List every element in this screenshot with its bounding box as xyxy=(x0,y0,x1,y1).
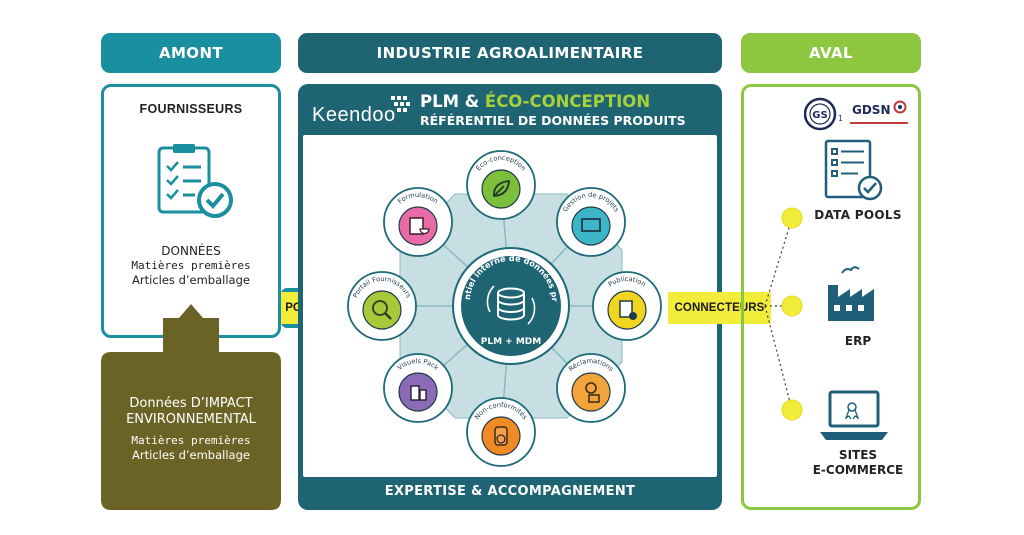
node-visuals: Visuels Pack xyxy=(383,353,453,423)
core-disc xyxy=(461,256,561,356)
gdsn-swirl-icon xyxy=(893,100,907,114)
plm-subtitle: RÉFÉRENTIEL DE DONNÉES PRODUITS xyxy=(420,113,686,128)
node-disc xyxy=(481,416,521,456)
node-project: Gestion de projets xyxy=(556,187,626,257)
donnees-line2: Articles d’emballage xyxy=(132,273,250,287)
node-publication: Publication xyxy=(592,271,662,341)
sync-arrow-right xyxy=(527,297,536,325)
sync-arrow-left xyxy=(486,285,495,313)
node-disc xyxy=(571,372,611,412)
node-disc xyxy=(571,206,611,246)
impact-title-1: Données D’IMPACT xyxy=(129,396,253,411)
header-amont: AMONT xyxy=(101,33,281,73)
aval-panel xyxy=(741,84,921,510)
donnees-line1: Matières premières xyxy=(131,259,251,272)
node-label: Publication xyxy=(607,275,648,289)
gdsn-logo: GDSN xyxy=(852,103,891,117)
clipboard-check-icon xyxy=(157,144,233,218)
amp-sign: & xyxy=(464,92,480,111)
checklist-icon xyxy=(824,139,883,201)
node-leaf: Éco-conception xyxy=(466,150,536,220)
process-wheel: Référentiel interne de données produits … xyxy=(303,135,662,467)
publication-icon xyxy=(619,300,637,320)
gdsn-underline xyxy=(850,122,908,124)
node-supplier-portal: Portail Fournisseurs xyxy=(347,271,417,341)
plm-word: PLM xyxy=(420,92,460,111)
aval-connector-lines xyxy=(764,207,803,421)
leaf-icon xyxy=(493,179,510,197)
ecommerce-dot xyxy=(781,399,803,421)
nonconformity-icon xyxy=(494,426,508,446)
impact-line2: Articles d’emballage xyxy=(132,448,250,462)
keendoo-logo: Keendoo xyxy=(312,104,396,126)
complaint-icon xyxy=(585,382,600,403)
factory-icon xyxy=(828,266,874,321)
node-formulation: Formulation xyxy=(383,187,453,257)
sites-label: SITES xyxy=(838,448,878,462)
node-disc xyxy=(362,290,402,330)
formulation-icon xyxy=(409,217,430,235)
ecommerce-label: E-COMMERCE xyxy=(812,463,904,477)
svg-text:GS: GS xyxy=(812,110,827,121)
donnees-title: DONNÉES xyxy=(161,244,221,258)
project-icon xyxy=(581,218,601,232)
plm-title: PLM & ÉCO-CONCEPTION xyxy=(420,92,650,111)
fournisseurs-title: FOURNISSEURS xyxy=(139,102,243,116)
data-pools-label: DATA POOLS xyxy=(814,208,902,222)
core-label-bottom: PLM + MDM xyxy=(481,337,542,347)
eco-word: ÉCO-CONCEPTION xyxy=(484,92,651,111)
svg-text:1: 1 xyxy=(838,114,843,123)
database-icon xyxy=(497,287,525,321)
node-complaint: Réclamations xyxy=(556,353,626,423)
data-pools-dot xyxy=(781,207,803,229)
laptop-icon xyxy=(820,390,888,440)
supplier-portal-icon xyxy=(372,300,392,320)
node-nonconformity: Non-conformités xyxy=(466,397,536,467)
impact-title-2: ENVIRONNEMENTAL xyxy=(126,412,256,427)
impact-arrow-shape xyxy=(101,304,281,510)
keendoo-dots-icon xyxy=(391,96,410,112)
impact-line1: Matières premières xyxy=(131,434,251,447)
header-aval: AVAL xyxy=(741,33,921,73)
visuals-icon xyxy=(410,385,427,401)
industrie-footer: EXPERTISE & ACCOMPAGNEMENT xyxy=(384,484,636,499)
gs1-logo: GS 1 xyxy=(804,97,843,131)
header-industrie: INDUSTRIE AGROALIMENTAIRE xyxy=(298,33,722,73)
erp-label: ERP xyxy=(844,334,872,348)
erp-dot xyxy=(781,295,803,317)
